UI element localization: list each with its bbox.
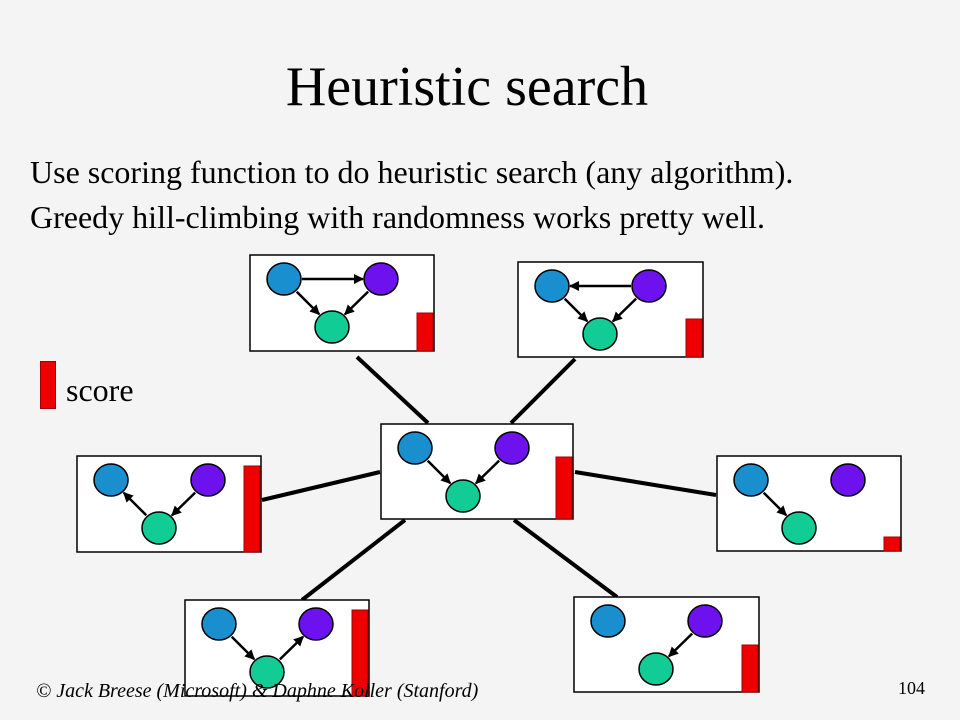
- edge-b-to-c: [667, 632, 694, 658]
- score-bar: [351, 609, 369, 697]
- edge-b-to-c: [343, 290, 370, 316]
- link-center-to-top-left: [355, 355, 430, 425]
- link-center-to-bottom-right: [512, 518, 619, 599]
- node-c: [314, 310, 350, 344]
- edge-b-to-c: [611, 297, 638, 323]
- body-line-2: Greedy hill-climbing with randomness wor…: [30, 199, 765, 235]
- node-a: [733, 463, 769, 497]
- score-legend-bar: [40, 361, 56, 409]
- neighbor-links: [261, 355, 717, 602]
- node-b: [631, 269, 667, 303]
- node-c: [781, 511, 817, 545]
- score-bar: [555, 456, 573, 520]
- node-b: [363, 262, 399, 296]
- edge-a-to-c: [762, 491, 788, 517]
- node-a: [93, 463, 129, 497]
- slide-body: Use scoring function to do heuristic sea…: [30, 150, 793, 240]
- node-a: [534, 269, 570, 303]
- edge-b-to-c: [474, 459, 501, 485]
- link-center-to-right: [574, 470, 717, 497]
- graph-box-top-right: [517, 261, 704, 358]
- node-b: [298, 607, 334, 641]
- node-c: [141, 511, 177, 545]
- page-number: 104: [898, 678, 925, 698]
- node-c: [582, 317, 618, 351]
- graph-box-right: [716, 455, 902, 552]
- link-center-to-top-right: [509, 357, 577, 425]
- link-center-to-left: [261, 470, 381, 502]
- node-a: [266, 262, 302, 296]
- score-bar: [416, 312, 434, 352]
- node-c: [249, 655, 285, 689]
- node-a: [201, 607, 237, 641]
- edge-a-to-c: [230, 635, 256, 661]
- node-a: [590, 604, 626, 638]
- graph-box-bottom-right: [573, 596, 760, 693]
- node-c: [638, 652, 674, 686]
- edge-a-to-c: [295, 290, 321, 316]
- graph-box-bottom-left: [184, 599, 370, 697]
- graph-box-center: [380, 423, 574, 520]
- graph-box-top-left: [249, 254, 435, 352]
- edge-c-to-a: [122, 491, 148, 517]
- footer-credit: © Jack Breese (Microsoft) & Daphne Kolle…: [36, 680, 479, 702]
- score-bar: [741, 644, 759, 693]
- edge-a-to-c: [563, 297, 589, 323]
- score-bar: [883, 536, 901, 552]
- graph-box-left: [76, 455, 262, 553]
- graph-boxes: [76, 254, 902, 697]
- node-b: [687, 604, 723, 638]
- node-c: [445, 479, 481, 513]
- node-a: [397, 431, 433, 465]
- edge-b-to-c: [170, 491, 197, 517]
- body-line-1: Use scoring function to do heuristic sea…: [30, 154, 794, 190]
- node-b: [190, 463, 226, 497]
- edge-c-to-b: [278, 635, 305, 661]
- score-legend-label: score: [66, 372, 134, 408]
- score-bar: [685, 318, 703, 358]
- score-bar: [243, 465, 261, 553]
- slide-title: Heuristic search: [285, 56, 649, 118]
- node-b: [494, 431, 530, 465]
- edge-a-to-c: [426, 459, 452, 485]
- node-b: [830, 463, 866, 497]
- link-center-to-bottom-left: [300, 518, 407, 602]
